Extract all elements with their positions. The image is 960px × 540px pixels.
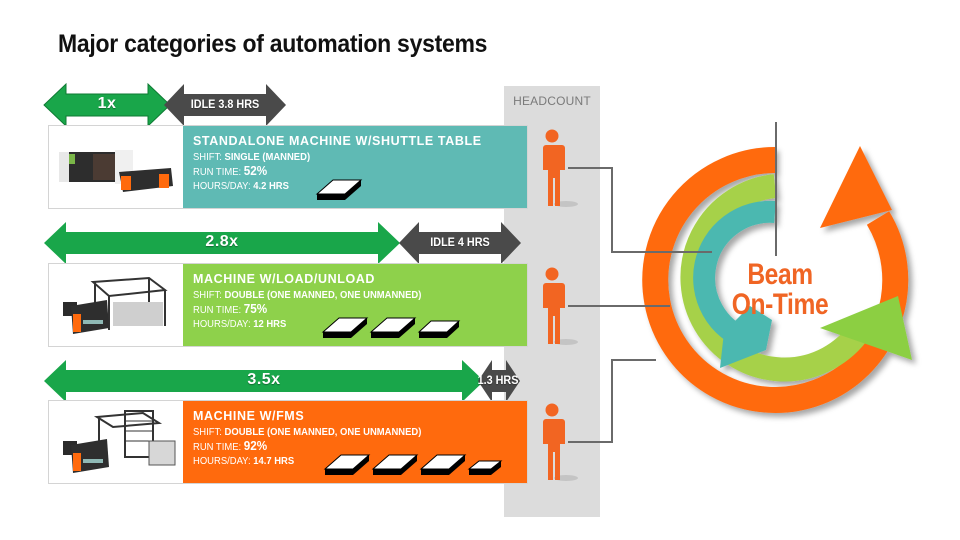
hours-value: 4.2 HRS — [253, 180, 289, 192]
beam-on-time-cycle: Beam On-Time — [620, 110, 940, 430]
shift-label: SHIFT: — [193, 289, 222, 301]
shift-block-icon — [315, 179, 363, 200]
shift-blocks — [315, 179, 363, 200]
system-name: STANDALONE MACHINE W/SHUTTLE TABLE — [193, 134, 482, 148]
system-card-standalone: STANDALONE MACHINE W/SHUTTLE TABLE SHIFT… — [48, 125, 528, 209]
runtime-line: RUN TIME: 52% — [193, 164, 494, 179]
multiplier-label-1: 1x — [97, 95, 117, 112]
green-arrow-head — [820, 296, 912, 360]
shift-block-icon — [371, 454, 419, 475]
shift-line: SHIFT: DOUBLE (ONE MANNED, ONE UNMANNED) — [193, 288, 494, 302]
cycle-rings — [642, 122, 912, 413]
shift-blocks — [323, 454, 503, 475]
multiplier-label-2: 2.8x — [205, 233, 239, 250]
system-card-fms: MACHINE W/FMS SHIFT: DOUBLE (ONE MANNED,… — [48, 400, 528, 484]
shift-block-icon — [417, 320, 461, 338]
hours-label: HOURS/DAY: — [193, 318, 251, 330]
person-icon — [542, 129, 578, 207]
beam-label-line2: On-Time — [731, 288, 829, 321]
beam-label-line1: Beam — [747, 258, 813, 291]
shift-block-icon — [321, 317, 369, 338]
shift-value: DOUBLE (ONE MANNED, ONE UNMANNED) — [224, 289, 422, 301]
orange-arrow-head — [820, 146, 892, 228]
beam-on-time-label: Beam On-Time — [714, 260, 845, 320]
system-info-standalone: STANDALONE MACHINE W/SHUTTLE TABLE SHIFT… — [183, 126, 527, 208]
person-icon — [542, 267, 578, 345]
runtime-arrow-3 — [44, 360, 484, 402]
page-title: Major categories of automation systems — [58, 30, 488, 58]
hours-line: HOURS/DAY: 4.2 HRS — [193, 179, 494, 193]
hours-line: HOURS/DAY: 14.7 HRS — [193, 454, 494, 468]
system-info-load-unload: MACHINE W/LOAD/UNLOAD SHIFT: DOUBLE (ONE… — [183, 264, 527, 346]
middle-ring-green — [680, 174, 870, 382]
hours-value: 14.7 HRS — [253, 455, 295, 467]
connector-line-1 — [568, 167, 712, 253]
system-info-fms: MACHINE W/FMS SHIFT: DOUBLE (ONE MANNED,… — [183, 401, 527, 483]
runtime-label: RUN TIME: — [193, 166, 242, 178]
shift-block-icon — [467, 460, 503, 475]
shift-value: SINGLE (MANNED) — [224, 151, 311, 163]
shift-label: SHIFT: — [193, 426, 222, 438]
runtime-arrow-2 — [44, 222, 400, 264]
headcount-label: HEADCOUNT — [513, 94, 591, 108]
runtime-value: 75% — [243, 301, 268, 316]
shift-block-icon — [419, 454, 467, 475]
teal-arrow-head — [720, 306, 772, 368]
shift-blocks — [321, 317, 461, 338]
idle-arrow-2 — [399, 222, 521, 264]
system-name: MACHINE W/FMS — [193, 409, 305, 423]
shift-line: SHIFT: DOUBLE (ONE MANNED, ONE UNMANNED) — [193, 425, 494, 439]
idle-arrow-1 — [164, 84, 286, 126]
system-name: MACHINE W/LOAD/UNLOAD — [193, 272, 376, 286]
shift-block-icon — [369, 317, 417, 338]
hours-line: HOURS/DAY: 12 HRS — [193, 317, 494, 331]
system-card-load-unload: MACHINE W/LOAD/UNLOAD SHIFT: DOUBLE (ONE… — [48, 263, 528, 347]
runtime-value: 52% — [243, 163, 268, 178]
idle-label-3: 1.3 HRS — [477, 373, 519, 387]
shift-value: DOUBLE (ONE MANNED, ONE UNMANNED) — [224, 426, 422, 438]
person-icon — [542, 403, 578, 481]
hours-label: HOURS/DAY: — [193, 455, 251, 467]
machine-image-load-unload — [63, 276, 168, 334]
runtime-line: RUN TIME: 92% — [193, 439, 494, 454]
machine-image-standalone — [59, 150, 173, 192]
idle-label-2: IDLE 4 HRS — [430, 235, 490, 249]
shift-line: SHIFT: SINGLE (MANNED) — [193, 150, 494, 164]
machine-image-fms — [63, 410, 176, 473]
runtime-label: RUN TIME: — [193, 441, 242, 453]
runtime-value: 92% — [243, 438, 268, 453]
idle-label-1: IDLE 3.8 HRS — [190, 97, 260, 111]
shift-block-icon — [323, 454, 371, 475]
connector-line-3 — [568, 359, 656, 443]
hours-label: HOURS/DAY: — [193, 180, 251, 192]
hours-value: 12 HRS — [253, 318, 287, 330]
multiplier-label-3: 3.5x — [247, 371, 281, 388]
shift-label: SHIFT: — [193, 151, 222, 163]
runtime-line: RUN TIME: 75% — [193, 302, 494, 317]
runtime-label: RUN TIME: — [193, 304, 242, 316]
idle-arrow-3 — [478, 360, 520, 402]
inner-ring-teal — [693, 200, 776, 351]
